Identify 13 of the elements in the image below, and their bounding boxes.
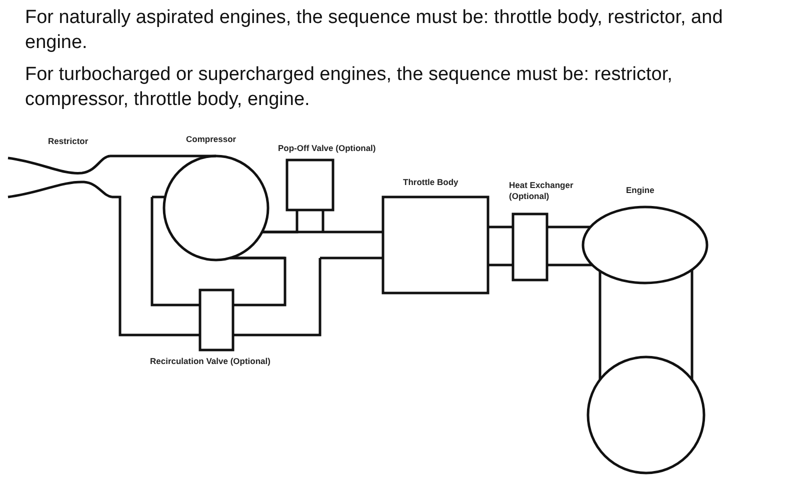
component-label: Recirculation Valve (Optional) [150,356,270,367]
component-label: Heat Exchanger (Optional) [509,180,574,202]
component-label: Engine [626,185,654,196]
pipe [228,256,322,336]
instruction-text: For naturally aspirated engines, the sequence must be: throttle body, restrictor, and engine. [25,6,724,55]
component-label: Compressor [186,134,236,145]
component-label: Pop-Off Valve (Optional) [278,143,376,154]
pipe [110,196,202,336]
pipe [546,226,594,266]
component-label: Throttle Body [403,177,458,188]
pipe [486,226,514,266]
instruction-text: For turbocharged or supercharged engines, the sequence must be: restrictor, compressor, throttle body, engine. [25,63,674,112]
component-label: Restrictor [48,136,88,147]
